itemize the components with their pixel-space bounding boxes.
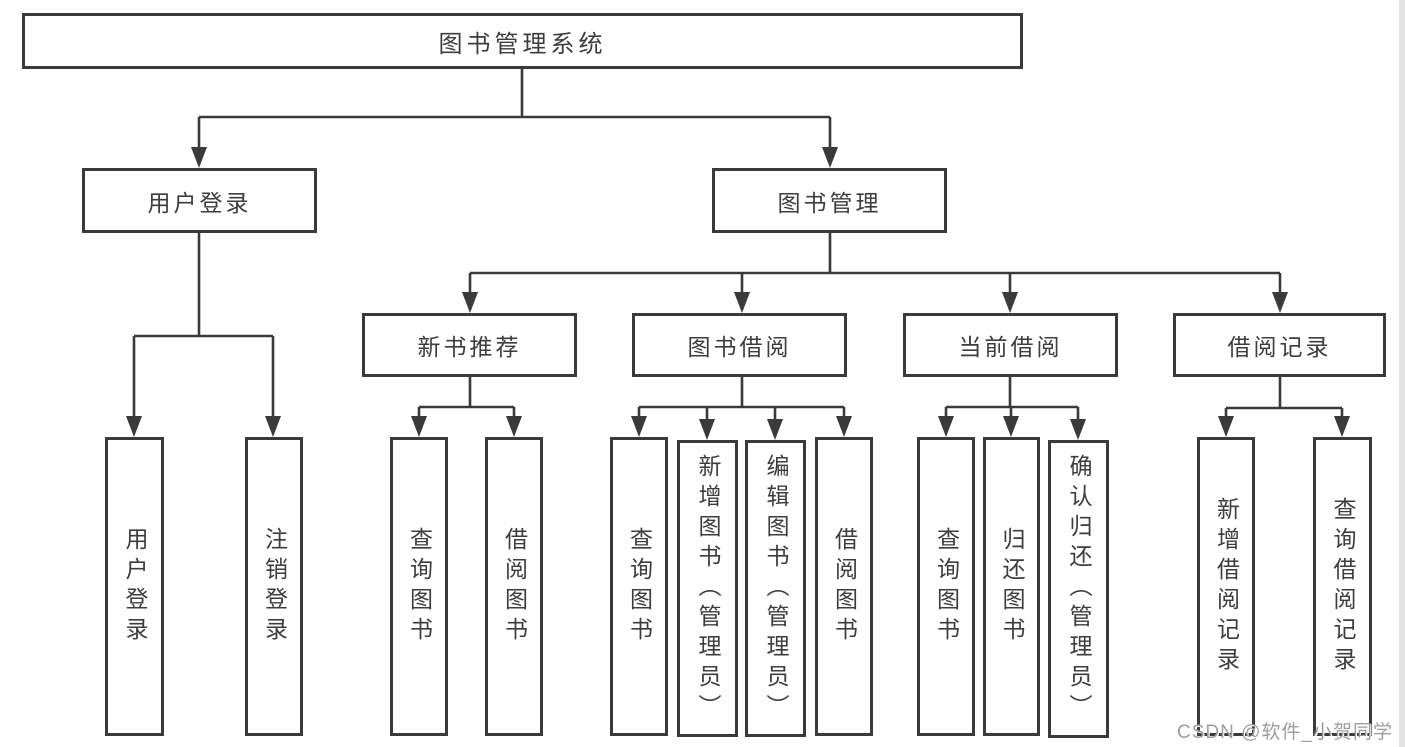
leaf-return-books: 归还图书 xyxy=(983,437,1040,736)
connector-user-login-to-leaves xyxy=(126,232,281,437)
arrowhead xyxy=(938,416,954,437)
node-library-management-system: 图书管理系统 xyxy=(22,13,1023,69)
leaf-user-login: 用户登录 xyxy=(105,437,164,736)
connector-new-book-recommend-to-leaves xyxy=(411,376,522,437)
leaf-recommend-borrow-books: 借阅图书 xyxy=(485,437,543,736)
leaf-add-borrow-record: 新增借阅记录 xyxy=(1197,437,1255,736)
node-label: 新增借阅记录 xyxy=(1213,496,1240,677)
node-label: 用户登录 xyxy=(122,526,148,647)
leaf-add-books-admin: 新增图书（管理员） xyxy=(677,440,738,737)
connector-book-borrowing-to-leaves xyxy=(631,377,852,440)
arrowhead xyxy=(506,416,522,437)
arrowhead xyxy=(411,416,427,437)
arrowhead xyxy=(126,416,142,437)
arrowhead xyxy=(1003,416,1019,437)
node-label: 编辑图书（管理员） xyxy=(763,453,789,724)
node-book-borrowing: 图书借阅 xyxy=(632,313,847,377)
arrowhead xyxy=(699,419,715,440)
csdn-watermark: CSDN @软件_小贺同学 xyxy=(1177,722,1393,743)
node-label: 归还图书 xyxy=(999,526,1025,647)
arrowhead xyxy=(1334,416,1350,437)
arrowhead xyxy=(462,292,478,313)
arrowhead xyxy=(265,416,281,437)
node-label: 借阅图书 xyxy=(831,526,858,647)
connector-book-management-to-level3 xyxy=(462,233,1288,313)
connector-current-borrowing-to-leaves xyxy=(938,377,1086,440)
node-label: 查询借阅记录 xyxy=(1330,496,1356,677)
node-label: 查询图书 xyxy=(933,526,960,647)
node-label: 图书管理系统 xyxy=(438,30,607,58)
arrowhead xyxy=(631,416,647,437)
arrowhead xyxy=(191,147,207,168)
arrowhead xyxy=(1218,416,1234,437)
node-user-login: 用户登录 xyxy=(82,168,317,233)
leaf-borrowing-borrow-books: 借阅图书 xyxy=(815,437,873,736)
arrowhead xyxy=(767,419,783,440)
arrowhead xyxy=(836,416,852,437)
leaf-query-borrow-record: 查询借阅记录 xyxy=(1313,437,1372,736)
node-new-book-recommend: 新书推荐 xyxy=(362,313,577,377)
node-label: 借阅图书 xyxy=(501,526,528,647)
node-book-management: 图书管理 xyxy=(712,168,947,233)
connector-root-to-level2 xyxy=(191,68,838,168)
arrowhead xyxy=(1070,419,1086,440)
leaf-borrowing-query-books: 查询图书 xyxy=(610,437,668,736)
node-label: 用户登录 xyxy=(147,189,252,216)
node-label: 注销登录 xyxy=(261,526,288,647)
node-label: 查询图书 xyxy=(406,526,433,647)
node-label: 新书推荐 xyxy=(417,334,522,360)
node-borrowing-records: 借阅记录 xyxy=(1173,313,1386,377)
node-label: 图书借阅 xyxy=(687,334,792,360)
node-current-borrowing: 当前借阅 xyxy=(903,313,1118,377)
node-label: 借阅记录 xyxy=(1227,334,1332,360)
arrowhead xyxy=(822,147,838,168)
node-label: 新增图书（管理员） xyxy=(695,453,721,724)
node-label: 查询图书 xyxy=(626,526,653,647)
leaf-recommend-query-books: 查询图书 xyxy=(390,437,448,736)
leaf-edit-books-admin: 编辑图书（管理员） xyxy=(745,440,806,737)
leaf-current-query-books: 查询图书 xyxy=(917,437,975,736)
arrowhead xyxy=(1002,292,1018,313)
node-label: 图书管理 xyxy=(777,189,882,216)
right-edge-strip xyxy=(1399,0,1405,747)
leaf-logout: 注销登录 xyxy=(245,437,303,736)
connector-borrowing-records-to-leaves xyxy=(1218,377,1350,437)
node-label: 确认归还（管理员） xyxy=(1066,454,1092,724)
arrowhead xyxy=(1272,292,1288,313)
arrowhead xyxy=(734,292,750,313)
leaf-confirm-return-admin: 确认归还（管理员） xyxy=(1048,440,1109,738)
node-label: 当前借阅 xyxy=(958,334,1063,360)
